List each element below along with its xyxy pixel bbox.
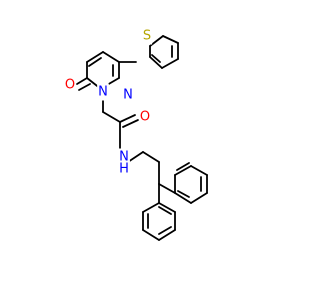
atom-labels: S O N N O N H <box>63 27 153 178</box>
carbonyl-oxygen-label: O <box>65 78 75 93</box>
atom-label-background <box>118 148 130 166</box>
molecule-structure: S O N N O N H <box>63 27 208 241</box>
atom-label-background <box>122 86 134 104</box>
atom-label-background <box>138 108 152 126</box>
amide-hydrogen-label: H <box>119 162 129 177</box>
bonds <box>76 35 208 241</box>
sulfur-atom-label: S <box>143 29 151 44</box>
amide-nitrogen-label: N <box>119 150 129 165</box>
amide-oxygen-label: O <box>140 110 150 125</box>
atom-label-background <box>97 83 109 101</box>
ring-nitrogen-2-label: N <box>123 88 133 103</box>
atom-label-background <box>63 76 77 94</box>
atom-label-background <box>141 27 153 45</box>
atom-label-background <box>118 160 130 178</box>
ring-nitrogen-1-label: N <box>98 85 108 100</box>
